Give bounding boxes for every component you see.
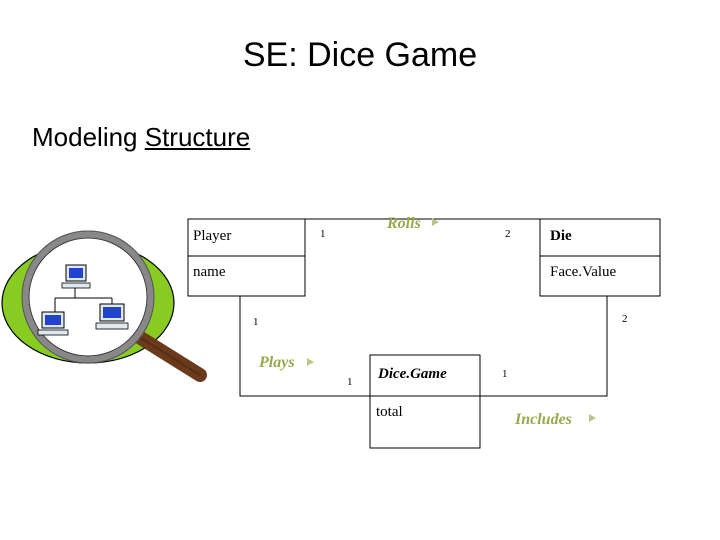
slide-subtitle: Modeling Structure [32, 122, 250, 153]
dice-game-class-name: Dice.Game [377, 366, 447, 382]
rolls-direction-icon [432, 218, 439, 226]
slide-title: SE: Dice Game [242, 36, 478, 74]
class-die: Die Face.Value [539, 218, 661, 297]
association-lines [239, 218, 608, 397]
includes-mult-die: 2 [622, 313, 628, 325]
subtitle-prefix: Modeling [32, 122, 145, 152]
includes-direction-icon [589, 414, 596, 422]
plays-mult-player: 1 [253, 316, 259, 328]
class-dice-game: Dice.Game total [369, 354, 481, 449]
rolls-mult-player: 1 [320, 228, 326, 240]
plays-mult-game: 1 [347, 376, 353, 388]
player-class-name: Player [193, 228, 231, 244]
class-player: Player name [187, 218, 306, 297]
plays-label: Plays [258, 354, 295, 371]
includes-label: Includes [514, 411, 572, 428]
magnifier-network-icon [1, 230, 207, 382]
plays-association: Plays 1 1 [253, 316, 353, 388]
subtitle-underlined: Structure [144, 122, 251, 152]
plays-direction-icon [307, 358, 314, 366]
die-attribute: Face.Value [550, 264, 617, 280]
player-attribute: name [193, 264, 226, 280]
rolls-association: Rolls 1 2 [320, 215, 511, 240]
includes-association: Includes 1 2 [502, 313, 628, 428]
rolls-mult-die: 2 [505, 228, 511, 240]
includes-mult-game: 1 [502, 368, 508, 380]
dice-game-attribute: total [376, 404, 403, 420]
die-class-name: Die [550, 228, 572, 244]
plays-line [239, 296, 370, 397]
rolls-label: Rolls [386, 215, 421, 232]
includes-line [480, 296, 608, 397]
